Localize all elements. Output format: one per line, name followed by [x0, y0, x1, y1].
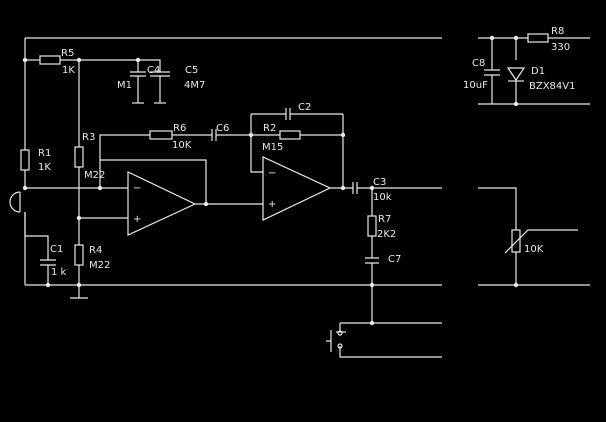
supply-regulator: R8 330 C8 10uF D1 BZX84V1 [463, 26, 590, 107]
c1-ref-label: C1 [50, 244, 63, 255]
c1-value-label: 1 k [51, 267, 67, 278]
r5-ref-label: R5 [61, 48, 74, 59]
c5-ref-label: C5 [185, 65, 198, 76]
r6-c6-path: R6 10K C6 [99, 123, 254, 160]
d1-ref-label: D1 [531, 66, 545, 77]
r3-resistor [74, 146, 84, 168]
r8-resistor [527, 33, 549, 43]
r8-ref-label: R8 [551, 26, 564, 37]
c8-value-label: 10uF [463, 80, 488, 91]
push-switch [326, 322, 442, 358]
c3-ref-label: C3 [373, 177, 386, 188]
c6-ref-label: C6 [216, 123, 229, 134]
r2-resistor [279, 130, 301, 140]
opamp2-plus-sign: + [268, 199, 276, 210]
r6-value-label: 10K [172, 140, 192, 151]
c4-ref-label: C4 [147, 65, 160, 76]
c3-value-label: 10k [373, 192, 392, 203]
potentiometer: 10K [478, 187, 590, 288]
r2-value-label: M15 [262, 142, 283, 153]
r1-value-label: 1K [38, 162, 51, 173]
r2-ref-label: R2 [263, 123, 276, 134]
r3-r4-divider: R3 M22 R4 M22 [70, 60, 128, 299]
r4-ref-label: R4 [89, 245, 102, 256]
opamp1-plus-sign: + [133, 214, 141, 225]
m1-label: M1 [117, 80, 132, 91]
output-stage: C3 10k R7 2K2 C7 [330, 177, 442, 326]
r1-ref-label: R1 [38, 148, 51, 159]
opamp2-minus-sign: − [268, 168, 276, 179]
r1-mic-branch: R1 1K [9, 148, 128, 285]
r7-ref-label: R7 [378, 214, 391, 225]
r4-value-label: M22 [89, 260, 110, 271]
r5-branch: R5 1K [22, 48, 161, 76]
r3-ref-label: R3 [82, 132, 95, 143]
c8-ref-label: C8 [472, 58, 485, 69]
r6-ref-label: R6 [173, 123, 186, 134]
r5-value-label: 1K [62, 65, 75, 76]
top-supply-rail [24, 37, 442, 150]
r5-resistor [39, 55, 61, 65]
pot-value-label: 10K [524, 244, 544, 255]
opamp-2: − + C2 R2 M15 [250, 102, 346, 221]
r1-resistor [20, 149, 30, 171]
r4-resistor [74, 244, 84, 266]
c2-ref-label: C2 [298, 102, 311, 113]
microphone-symbol [9, 191, 21, 213]
r6-resistor [149, 130, 173, 140]
opamp1-minus-sign: − [133, 183, 141, 194]
r8-value-label: 330 [551, 42, 570, 53]
r3-value-label: M22 [84, 170, 105, 181]
c1-capacitor: C1 1 k [40, 244, 67, 288]
d1-value-label: BZX84V1 [529, 81, 576, 92]
r7-resistor [367, 215, 377, 237]
r7-value-label: 2K2 [377, 229, 396, 240]
potentiometer-body [511, 229, 521, 253]
opamp-1: − + [97, 159, 263, 236]
c5-value-label: 4M7 [184, 80, 205, 91]
c4-c5-capacitors: C4 C5 4M7 M1 [117, 65, 205, 104]
c7-ref-label: C7 [388, 254, 401, 265]
